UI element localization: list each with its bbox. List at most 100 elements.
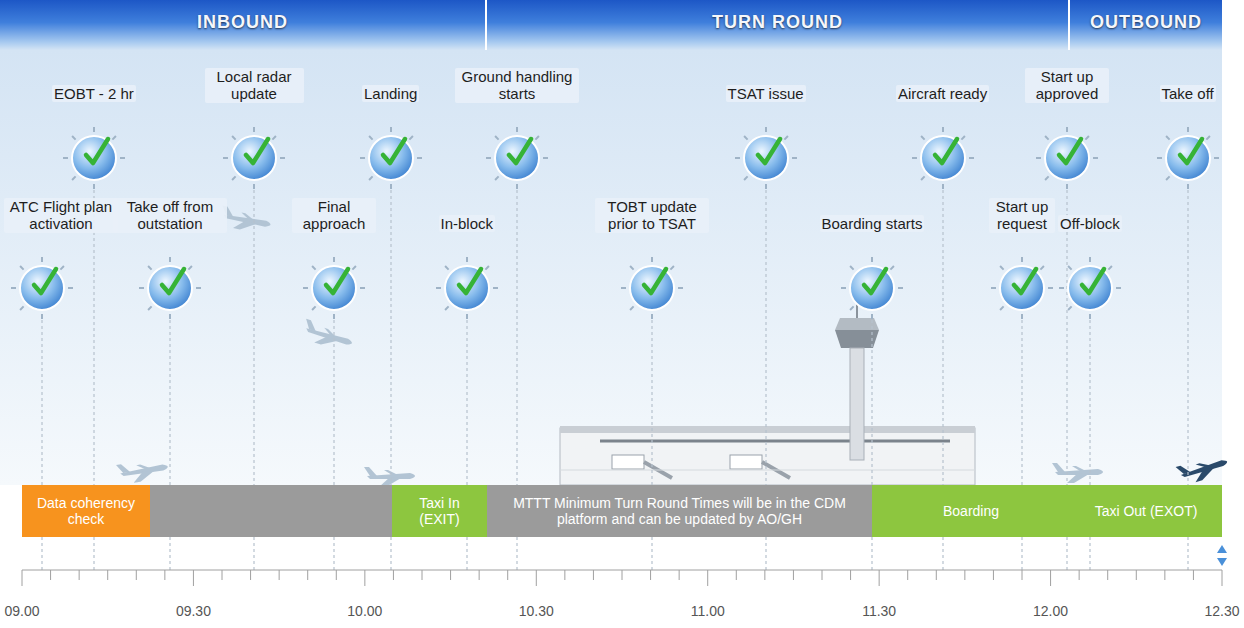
milestone: EOBT - 2 hr [52,85,136,190]
illustration-part [560,428,975,485]
circle-ray [1045,176,1049,180]
milestone-label-box: TSAT issue [726,85,806,102]
circle-ray [912,157,917,159]
circle-ray [93,127,95,132]
circle-ray [630,266,634,270]
milestone-label: Off-block [1060,215,1120,232]
check-mark [34,269,56,293]
milestone-label-box: Take off [1160,85,1216,102]
milestone-circle [734,126,798,190]
circle-ray [485,266,489,270]
illustration-part [1217,558,1227,566]
circle-ray [232,136,236,140]
milestone-ball [630,266,674,310]
check-mark [644,269,666,293]
circle-ray [445,306,449,310]
circle-ray [148,306,152,310]
phase-label: Data coherency check [22,495,150,527]
axis-tick [336,570,337,580]
milestone-label-box: Local radar update [205,68,304,103]
circle-ray [72,136,76,140]
circle-ray [120,157,125,159]
check-mark [326,269,348,293]
milestone: ATC Flight plan activation [4,198,118,320]
circle-ray [942,127,944,132]
milestone-circle [1156,126,1220,190]
axis-tick [650,570,651,580]
axis-tick [1079,570,1080,580]
circle-ray [670,266,674,270]
circle-ray [466,257,468,262]
section-title: TURN ROUND [712,12,843,33]
axis-tick [250,570,251,580]
circle-ray [148,266,152,270]
milestone-label-box: In-block [439,215,496,232]
circle-ray [621,287,626,289]
milestone: Boarding starts [820,215,925,320]
circle-ray [535,136,539,140]
circle-ray [1045,136,1049,140]
circle-ray [871,314,873,319]
circle-ray [543,157,548,159]
circle-ray [369,176,373,180]
milestone-ball [232,136,276,180]
circle-ray [466,314,468,319]
milestone-circle [840,256,904,320]
circle-ray [1187,127,1189,132]
milestone-circle [1035,126,1099,190]
circle-ray [20,306,24,310]
axis-tick [1222,570,1223,586]
check-mark [1014,269,1036,293]
scroll-arrows [1217,545,1227,566]
check-mark [509,139,531,163]
milestone-label-box: Final approach [292,198,376,233]
phase-label: Taxi Out (EXOT) [1089,503,1204,519]
milestone-circle [1058,256,1122,320]
axis-tick [1107,570,1108,580]
circle-ray [1068,266,1072,270]
circle-ray [1066,184,1068,189]
milestone-ball [445,266,489,310]
milestone: Landing [359,85,423,190]
milestone-label-box: TOBT update prior to TSAT [595,198,709,233]
circle-ray [961,136,965,140]
phase-header: OUTBOUND [1070,0,1222,50]
circle-ray [360,157,365,159]
milestone-ball [1000,266,1044,310]
circle-ray [1068,306,1072,310]
axis-tick [564,570,565,580]
axis-tick [679,570,680,580]
milestone-ball [148,266,192,310]
section-title: INBOUND [197,12,288,33]
phase-header: INBOUND [0,0,487,50]
axis-tick [793,570,794,580]
circle-ray [41,314,43,319]
illustration-part [560,470,975,471]
circle-ray [890,266,894,270]
axis-tick [1193,570,1194,580]
sky-ground [0,50,1222,485]
circle-ray [841,287,846,289]
axis-tick [1050,570,1051,586]
milestone-ball [744,136,788,180]
axis-tick [1164,570,1165,580]
circle-ray [1108,266,1112,270]
circle-ray [1187,184,1189,189]
milestone-label: Start up approved [1027,68,1107,103]
milestone-label: ATC Flight plan activation [6,198,116,233]
circle-ray [369,136,373,140]
circle-ray [744,176,748,180]
circle-ray [1059,287,1064,289]
circle-ray [850,266,854,270]
circle-ray [139,287,144,289]
check-mark [86,139,108,163]
axis-tick [50,570,51,580]
circle-ray [898,287,903,289]
axis-tick [307,570,308,580]
circle-ray [1021,314,1023,319]
milestone-circle [620,256,684,320]
milestone-ball [1166,136,1210,180]
milestone: Local radar update [205,68,304,190]
